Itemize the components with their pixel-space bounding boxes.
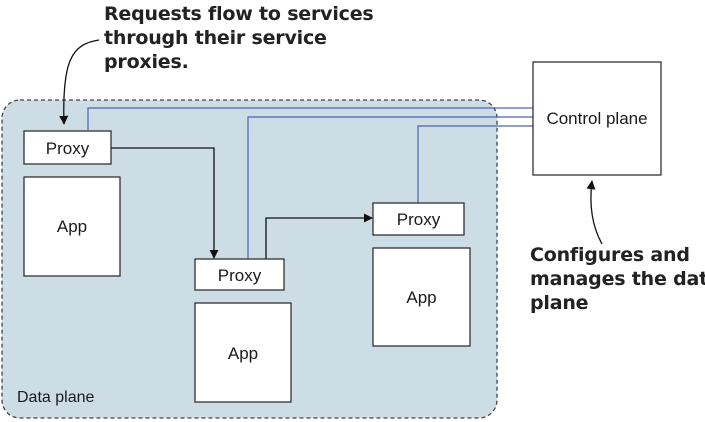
control-line-proxy-1 bbox=[87, 107, 533, 130]
proxy-label-2: Proxy bbox=[218, 266, 262, 285]
proxy-box-3 bbox=[372, 202, 465, 236]
proxy-box-1 bbox=[23, 130, 112, 165]
callout-configures-line-3: plane bbox=[530, 292, 589, 314]
app-label-1: App bbox=[57, 217, 87, 236]
service-2: Proxy App bbox=[194, 258, 292, 403]
callout-arrow-configures bbox=[586, 180, 603, 245]
app-label-3: App bbox=[406, 288, 436, 307]
callout-configures-line-2: manages the data bbox=[530, 268, 705, 290]
service-3: Proxy App bbox=[372, 202, 471, 347]
callout-requests-flow: Requests flow to services through their … bbox=[104, 2, 374, 74]
callout-arrow-requests bbox=[59, 39, 100, 125]
control-lines bbox=[87, 107, 533, 259]
flow-arrow-proxy2-to-proxy3 bbox=[265, 213, 373, 259]
control-plane-label: Control plane bbox=[546, 109, 647, 128]
callout-requests-line-1: Requests flow to services bbox=[104, 3, 374, 25]
control-line-proxy-2 bbox=[247, 116, 533, 259]
proxy-label-1: Proxy bbox=[46, 139, 90, 158]
proxy-label-3: Proxy bbox=[397, 210, 441, 229]
app-label-2: App bbox=[228, 344, 258, 363]
callout-requests-line-2: through their service bbox=[104, 27, 327, 49]
callout-configures-line-1: Configures and bbox=[530, 244, 690, 266]
data-plane-label: Data plane bbox=[17, 389, 94, 406]
request-flow bbox=[111, 147, 373, 259]
proxy-box-2 bbox=[194, 258, 285, 291]
flow-arrow-proxy1-to-proxy2 bbox=[111, 147, 219, 259]
control-plane-box bbox=[532, 61, 662, 176]
callout-requests-line-3: proxies. bbox=[104, 51, 189, 73]
app-box-3 bbox=[372, 247, 471, 347]
service-1: Proxy App bbox=[23, 130, 121, 277]
control-line-proxy-3 bbox=[417, 125, 533, 203]
callout-configures: Configures and manages the data plane bbox=[530, 243, 705, 315]
app-box-1 bbox=[23, 176, 121, 277]
app-box-2 bbox=[194, 302, 292, 403]
